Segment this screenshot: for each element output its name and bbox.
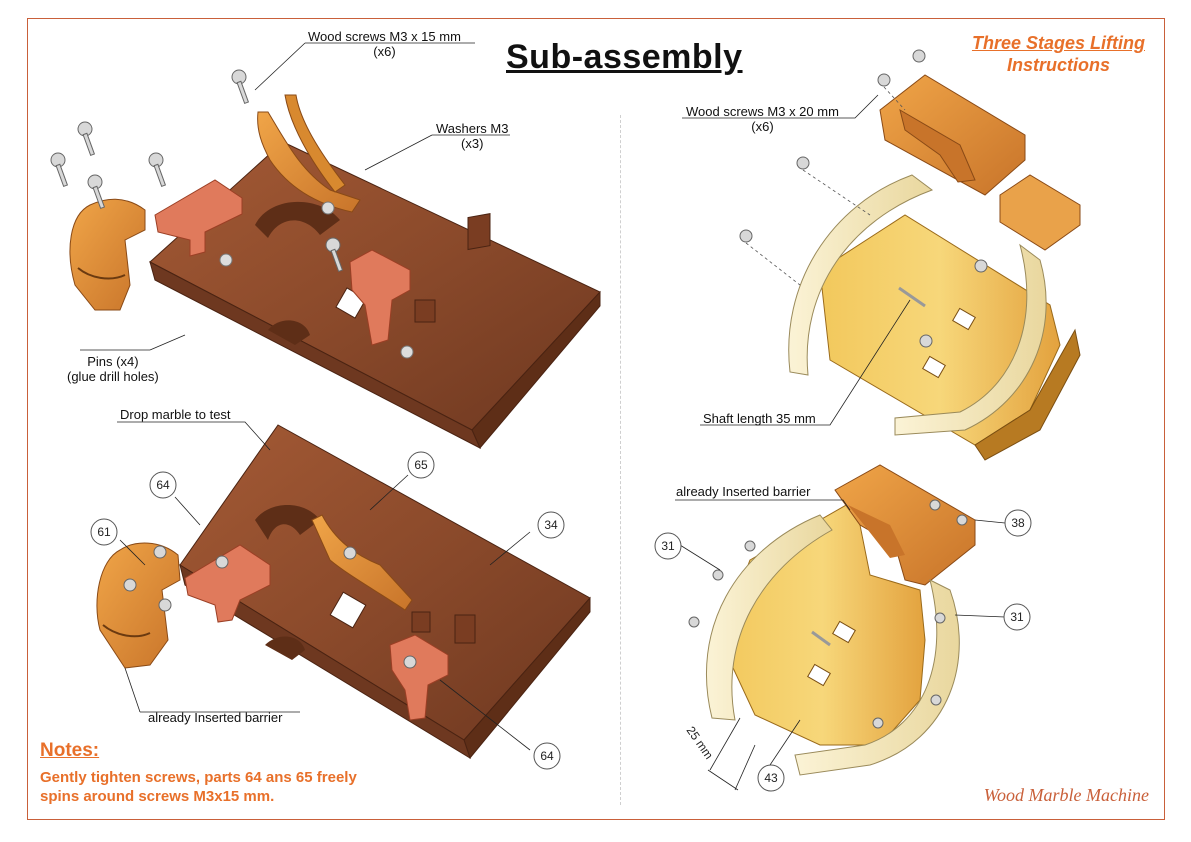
brand-label: Wood Marble Machine [983,785,1149,805]
callout-drop-marble: Drop marble to test [120,407,231,422]
bottom-right-assembled-view [654,464,1032,792]
callout-screws-20mm: Wood screws M3 x 20 mm (x6) [686,104,839,134]
part-number-43: 43 [764,771,778,785]
part-number-61: 61 [97,525,111,539]
callout-pins: Pins (x4) (glue drill holes) [67,354,159,384]
part-number-38: 38 [1011,516,1025,530]
part-number-34: 34 [544,518,558,532]
part-number-31-left: 31 [661,539,675,553]
document-header: Three Stages Lifting Instructions [972,32,1145,76]
callout-barrier-left: already Inserted barrier [148,710,283,725]
part-number-64-top: 64 [156,478,170,492]
page-title: Sub-assembly [506,38,743,76]
notes-block: Notes: Gently tighten screws, parts 64 a… [40,740,357,806]
dimension-label: 25 mm [684,724,717,762]
page-border [27,18,1165,820]
top-left-exploded-view [50,42,601,450]
part-number-65: 65 [414,458,428,472]
callout-screws-15mm: Wood screws M3 x 15 mm (x6) [308,29,461,59]
notes-line2: spins around screws M3x15 mm. [40,788,275,805]
callout-barrier-right: already Inserted barrier [676,484,811,499]
part-callouts-left [90,451,565,770]
callout-shaft: Shaft length 35 mm [703,411,816,426]
notes-line1: Gently tighten screws, parts 64 ans 65 f… [40,769,357,786]
part-number-31-right: 31 [1010,610,1024,624]
bottom-left-assembled-view [90,421,591,770]
callout-washers: Washers M3 (x3) [436,121,509,151]
part-number-64-bottom: 64 [540,749,554,763]
part-callouts-right [654,509,1032,792]
center-divider [620,115,621,805]
header-line1: Three Stages Lifting [971,33,1145,53]
notes-heading: Notes: [40,740,100,761]
header-line2: Instructions [1006,55,1110,75]
top-right-exploded-view [682,49,1081,461]
